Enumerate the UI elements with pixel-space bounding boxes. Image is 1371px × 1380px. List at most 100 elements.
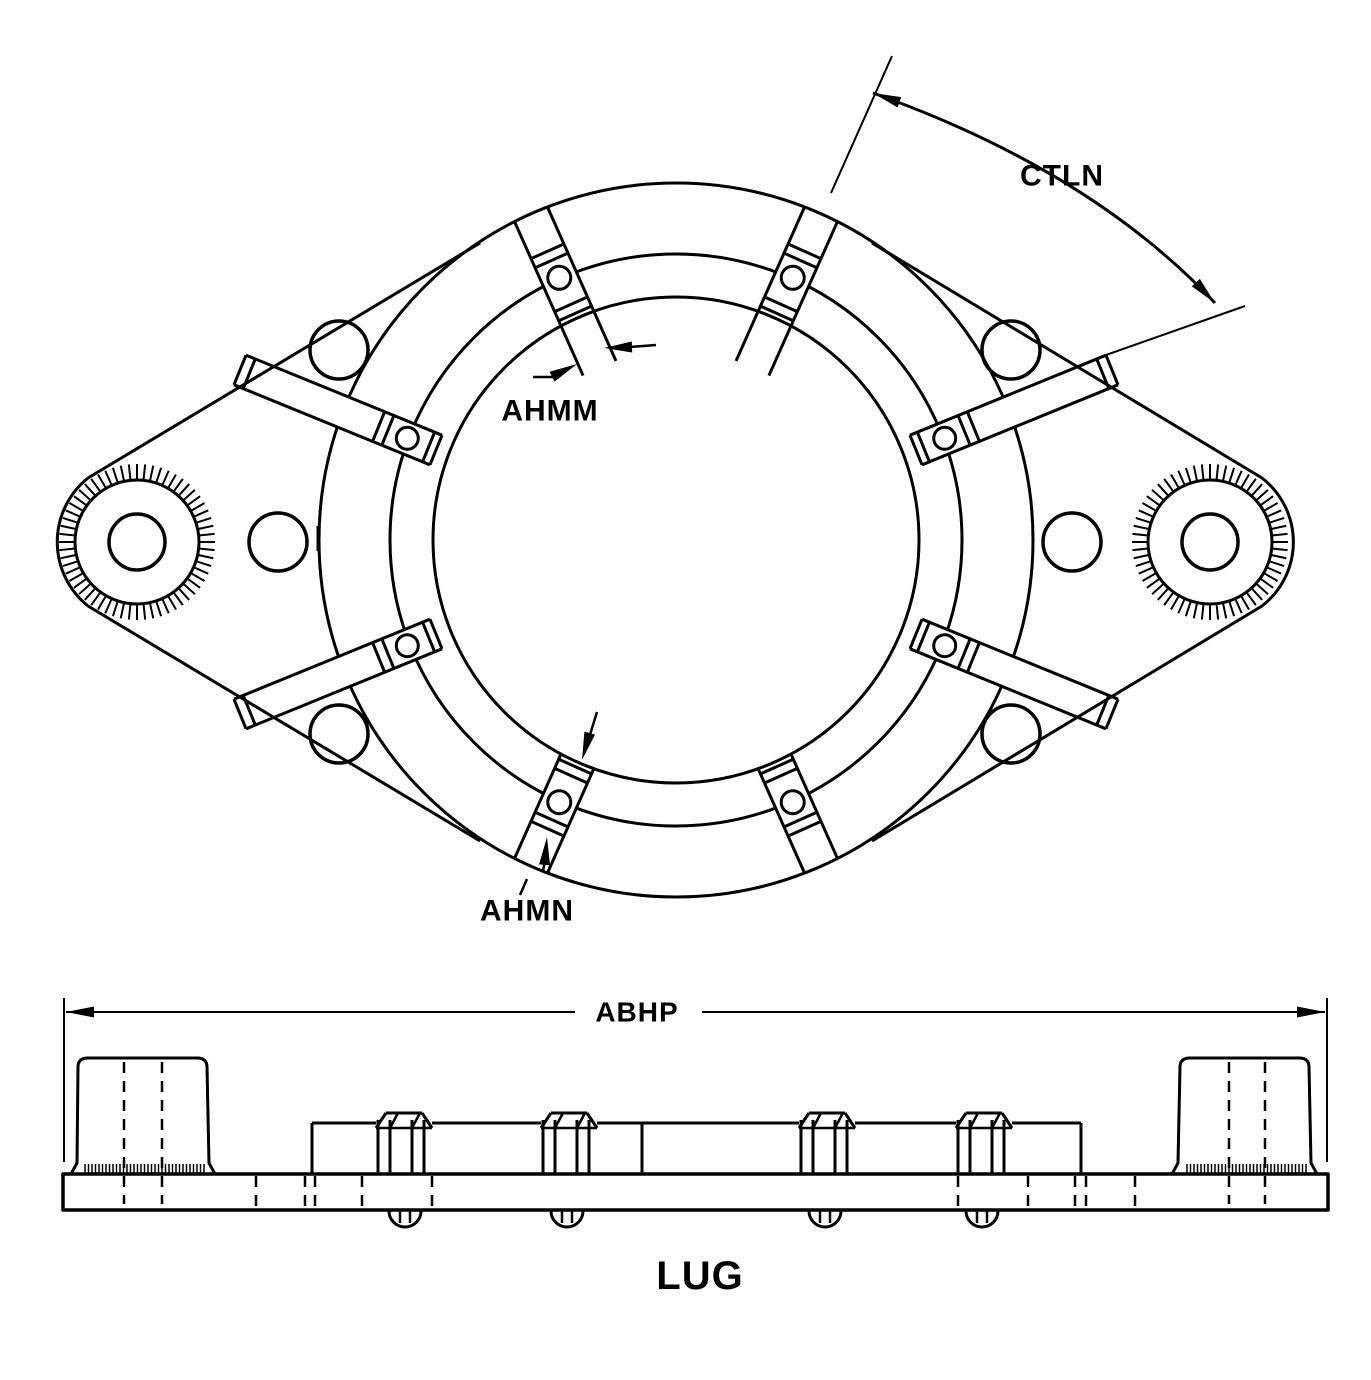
knurl-tick xyxy=(1133,553,1150,560)
bar-pin-hole xyxy=(394,633,420,659)
knurl-tick xyxy=(84,587,97,601)
knurl-tick xyxy=(198,547,215,552)
knurl-tick xyxy=(111,467,119,484)
knurl-tick xyxy=(142,464,147,481)
knurl-bore xyxy=(1180,512,1240,572)
abhp-arrowhead-icon xyxy=(1297,1006,1325,1018)
bar-edge xyxy=(909,647,1107,731)
rivet-hole xyxy=(308,319,370,381)
slot-cross-mark xyxy=(554,296,588,313)
knurl-tick xyxy=(1146,495,1161,507)
slot-cross-mark xyxy=(784,252,817,269)
knurl-tick xyxy=(182,582,196,595)
slot-cross-mark xyxy=(535,252,568,269)
knurl-tick xyxy=(155,600,163,617)
wing-edge-lower-right xyxy=(871,604,1263,843)
slot-pin-hole xyxy=(546,789,573,816)
clamp-bar-clearance xyxy=(909,619,1119,729)
rivet-end xyxy=(807,1210,843,1229)
bar-pin-hole xyxy=(932,633,958,659)
knurl-tick xyxy=(119,602,126,619)
knurl-tick xyxy=(1271,547,1288,552)
bar-cap-mark xyxy=(956,414,972,446)
bar-cap-mark xyxy=(421,621,437,653)
slot-cross-mark xyxy=(788,820,821,837)
knurl-tick xyxy=(1268,560,1285,568)
knurl-tick xyxy=(1263,572,1279,582)
bar-cap-mark xyxy=(908,434,924,466)
slot-edge xyxy=(734,205,807,362)
rivet-hole xyxy=(980,319,1042,381)
knurl-tick xyxy=(1245,478,1257,493)
knurl-tick xyxy=(60,524,77,531)
knurl-tick xyxy=(1221,465,1228,482)
rivet-hole xyxy=(980,703,1042,765)
bar-cap-mark xyxy=(380,414,396,446)
slot-edge xyxy=(757,768,807,875)
bar-edge xyxy=(233,383,431,467)
clip-cap xyxy=(1000,1112,1014,1129)
clip-cap-facet xyxy=(811,1112,823,1129)
dim-label-abhp: ABHP xyxy=(595,997,678,1028)
knurl-tick xyxy=(197,524,214,531)
knurl-tick xyxy=(1250,483,1263,497)
knurl-tick xyxy=(65,566,81,575)
left-boss-profile xyxy=(69,1056,217,1175)
bar-pin-hole xyxy=(932,425,958,451)
knurl-tick xyxy=(78,582,92,595)
slot-pin-hole xyxy=(779,789,806,816)
knurl-tick xyxy=(84,483,97,497)
side-elevation-view xyxy=(61,1056,1330,1229)
base-plate xyxy=(61,1172,1330,1212)
knurl-tick xyxy=(1135,560,1152,568)
bar-cap-mark xyxy=(915,621,931,653)
knurl-tick xyxy=(182,489,196,502)
knurl-tick xyxy=(1132,547,1149,552)
knurl-tick xyxy=(198,532,215,537)
knurl-tick xyxy=(172,478,184,493)
knurl-tick xyxy=(104,470,113,486)
bar-edge xyxy=(245,353,443,437)
knurl-tick xyxy=(155,467,163,484)
slot-edge xyxy=(767,220,840,377)
bar-cap-mark xyxy=(1104,698,1120,730)
slot-edge xyxy=(512,754,563,860)
clip-cap-facet xyxy=(410,1112,422,1129)
knurl-tick xyxy=(167,473,177,489)
knurl-tick xyxy=(1263,502,1279,512)
slot-pin-hole xyxy=(546,264,573,291)
dim-label-ahmn: AHMN xyxy=(480,895,574,928)
clip-cap xyxy=(797,1112,811,1129)
bar-cap-mark xyxy=(232,698,248,730)
knurl-tick xyxy=(1234,470,1243,486)
knurl-tick xyxy=(1184,600,1192,617)
knurl-tick xyxy=(1157,483,1170,497)
knurl-tick xyxy=(161,598,170,614)
bar-cap-mark xyxy=(908,618,924,650)
knurl-tick xyxy=(1270,553,1287,560)
rivet-hole xyxy=(308,703,370,765)
bar-cap-mark xyxy=(965,642,981,673)
knurl-tick xyxy=(104,598,113,614)
clamp-bar-clearance xyxy=(909,355,1119,465)
knurl-tick xyxy=(148,465,155,482)
bar-edge xyxy=(909,353,1107,437)
knurl-tick xyxy=(1259,577,1274,589)
rivet-hole xyxy=(247,511,309,573)
knurl-tick xyxy=(1135,516,1152,524)
knurl-tick xyxy=(197,553,214,560)
bar-cap-mark xyxy=(965,411,981,442)
clip-cap-facet xyxy=(575,1112,587,1129)
bolt-circle xyxy=(388,252,964,828)
wing-edge-upper-left xyxy=(87,241,481,480)
knurl-tick xyxy=(1138,509,1154,518)
left-tip-arc xyxy=(55,476,89,608)
abhp-arrowhead-icon xyxy=(66,1006,94,1018)
slot-cross-mark xyxy=(531,243,564,260)
knurl-tick xyxy=(1228,467,1236,484)
knurl-tick xyxy=(111,600,119,617)
slot-cross-mark xyxy=(764,296,798,313)
center-bore xyxy=(431,295,921,785)
bar-edge xyxy=(245,647,443,731)
knurl-tick xyxy=(1245,591,1257,606)
